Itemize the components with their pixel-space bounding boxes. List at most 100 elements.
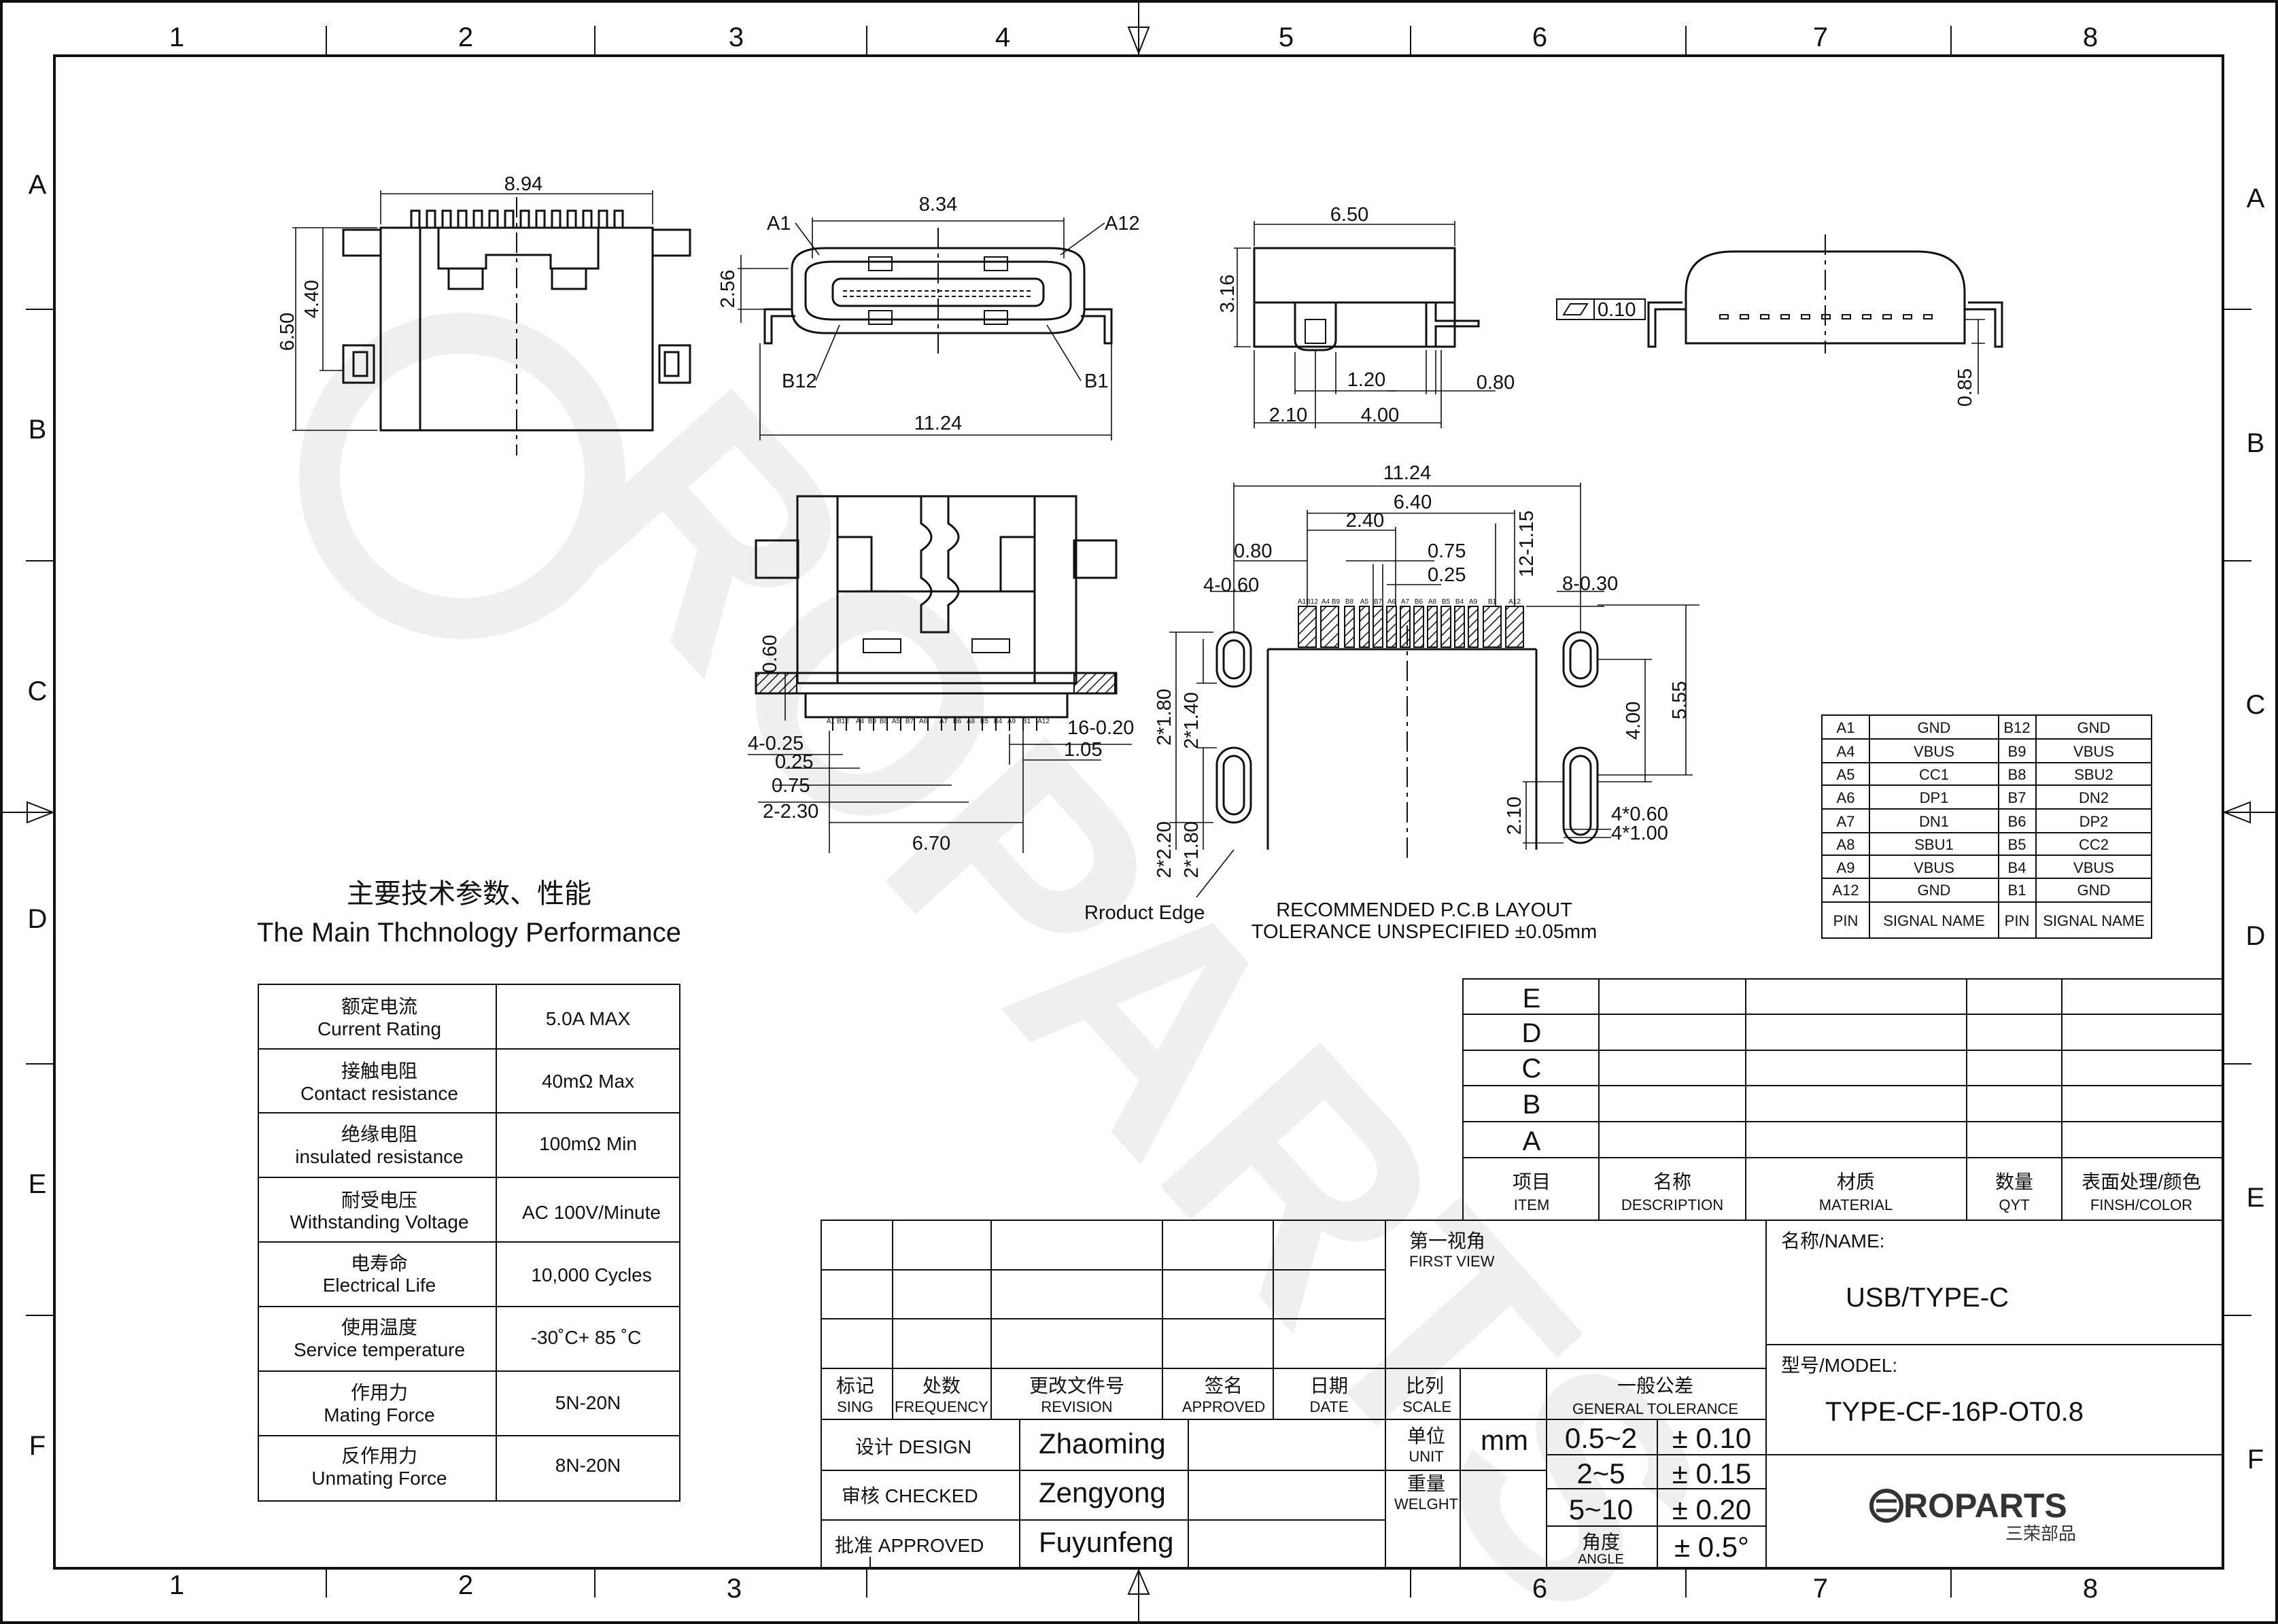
bv-dim-16-020: 16-0.20 bbox=[1067, 717, 1134, 739]
perf-1-cn: 接触电阻 bbox=[341, 1060, 417, 1082]
perf-0-cn: 额定电流 bbox=[341, 996, 417, 1017]
bv-pin-a8: A8 bbox=[967, 718, 976, 725]
bom-h-item-cn: 项目 bbox=[1513, 1171, 1551, 1192]
label-a12: A12 bbox=[1105, 213, 1140, 235]
checked-label: 审核 CHECKED bbox=[842, 1485, 978, 1506]
bv-dim-2-230: 2-2.30 bbox=[763, 801, 818, 823]
pcb-dim-1124: 11.24 bbox=[1383, 462, 1431, 484]
pcb-dim-4x060: 4*0.60 bbox=[1611, 804, 1668, 825]
logo-text: ROPARTS bbox=[1903, 1487, 2067, 1525]
perf-4-en: Electrical Life bbox=[323, 1275, 436, 1296]
pcb-dim-2x180b: 2*1.80 bbox=[1181, 821, 1203, 878]
bom-row-b: B bbox=[1523, 1090, 1541, 1120]
bom-table: E D C B A 项目 ITEM 名称 DESCRIPTION 材质 MATE… bbox=[1462, 978, 2224, 1221]
angle-cn: 角度 bbox=[1582, 1532, 1620, 1553]
zone-col-6-bottom: 6 bbox=[1532, 1574, 1547, 1604]
pcb-pad-b8: B8 bbox=[1345, 598, 1354, 606]
zone-col-7-bottom: 7 bbox=[1813, 1574, 1828, 1604]
perf-6-value: 5N-20N bbox=[555, 1392, 621, 1413]
zone-row-d: D bbox=[28, 904, 48, 934]
perf-3-en: Withstanding Voltage bbox=[290, 1211, 468, 1232]
zone-col-7: 7 bbox=[1813, 22, 1828, 52]
pin-row-0-sig-b: GND bbox=[2077, 719, 2111, 736]
bv-pin-a1: A1 bbox=[827, 718, 835, 725]
bv-pin-a12: A12 bbox=[1037, 718, 1050, 725]
pin-row-2-sig-b: SBU2 bbox=[2074, 766, 2113, 783]
perf-5-value: -30˚C+ 85 ˚C bbox=[531, 1327, 642, 1348]
pcb-pad-b12: B12 bbox=[1306, 598, 1318, 606]
pcb-pad-a9: A9 bbox=[1469, 598, 1478, 606]
view-cn: 第一视角 bbox=[1409, 1230, 1485, 1251]
pcb-dim-640: 6.40 bbox=[1394, 491, 1432, 513]
unit-cn: 单位 bbox=[1407, 1426, 1445, 1447]
pin-row-0-sig-a: GND bbox=[1918, 719, 1951, 736]
dim-side-080: 0.80 bbox=[1477, 372, 1515, 394]
pcb-pad-a6: A6 bbox=[1387, 598, 1396, 606]
checked-name: Zengyong bbox=[1039, 1476, 1166, 1508]
pin-row-6-pin-a: A9 bbox=[1837, 859, 1855, 876]
side-view: 6.50 3.16 1.20 0.80 2.10 4.00 bbox=[1217, 204, 1515, 428]
zone-col-3-bottom: 3 bbox=[727, 1574, 742, 1604]
bv-pin-a6: A6 bbox=[919, 718, 928, 725]
bom-h-finish-cn: 表面处理/颜色 bbox=[2082, 1171, 2201, 1192]
zone-row-b: B bbox=[29, 415, 47, 445]
pin-row-1-sig-b: VBUS bbox=[2073, 743, 2114, 760]
zone-row-f: F bbox=[29, 1431, 46, 1461]
performance-title-en: The Main Thchnology Performance bbox=[257, 918, 681, 948]
scale-en: SCALE bbox=[1402, 1398, 1451, 1415]
zone-row-a-right: A bbox=[2247, 184, 2265, 213]
tol-range-2: 5~10 bbox=[1569, 1493, 1634, 1525]
bom-h-desc-en: DESCRIPTION bbox=[1621, 1196, 1723, 1213]
design-label: 设计 DESIGN bbox=[855, 1436, 971, 1457]
dim-face-width: 8.34 bbox=[919, 194, 957, 215]
name-label: 名称/NAME: bbox=[1781, 1230, 1884, 1251]
rev-h-date-cn: 日期 bbox=[1310, 1375, 1348, 1396]
pin-row-4-pin-a: A7 bbox=[1837, 813, 1855, 830]
pcb-dim-025: 0.25 bbox=[1428, 564, 1466, 586]
bom-row-a: A bbox=[1523, 1126, 1541, 1156]
pcb-pad-a1: A1 bbox=[1298, 598, 1307, 606]
pin-header-pin-a: PIN bbox=[1833, 912, 1859, 929]
zone-labels: 1 2 3 4 5 6 7 8 1 2 3 6 7 8 A B C D E F … bbox=[28, 22, 2266, 1604]
perf-2-cn: 绝缘电阻 bbox=[341, 1124, 417, 1145]
weight-en: WELGHT bbox=[1394, 1496, 1458, 1513]
rev-h-freq-cn: 处数 bbox=[922, 1375, 961, 1396]
pcb-dim-12-115: 12-1.15 bbox=[1516, 511, 1538, 577]
pcb-dim-400: 4.00 bbox=[1623, 702, 1644, 740]
bv-pin-b8: B8 bbox=[880, 718, 888, 725]
perf-6-cn: 作用力 bbox=[351, 1382, 408, 1403]
pcb-dim-555: 5.55 bbox=[1669, 681, 1691, 719]
zone-row-b-right: B bbox=[2247, 428, 2265, 458]
pin-row-1-pin-b: B9 bbox=[2008, 743, 2026, 760]
bv-pin-b9: B9 bbox=[868, 718, 877, 725]
pcb-pad-b9: B9 bbox=[1332, 598, 1341, 606]
bv-dim-4-025: 4-0.25 bbox=[748, 733, 804, 755]
pin-row-6-pin-b: B4 bbox=[2008, 859, 2026, 876]
pcb-dim-2x180a: 2*1.80 bbox=[1154, 689, 1175, 746]
pin-row-5-sig-a: SBU1 bbox=[1914, 836, 1953, 853]
performance-title-cn: 主要技术参数、性能 bbox=[347, 879, 591, 909]
pcb-pad-a4: A4 bbox=[1322, 598, 1330, 606]
perf-0-value: 5.0A MAX bbox=[546, 1008, 631, 1029]
dim-top-inner: 4.40 bbox=[301, 280, 323, 318]
pin-row-5-pin-b: B5 bbox=[2008, 836, 2026, 853]
bv-dim-105: 1.05 bbox=[1064, 739, 1102, 761]
top-view: 8.94 6.50 4.40 bbox=[277, 173, 691, 455]
zone-row-e: E bbox=[29, 1169, 47, 1199]
bom-h-mat-cn: 材质 bbox=[1837, 1171, 1875, 1192]
weight-cn: 重量 bbox=[1407, 1473, 1445, 1494]
label-a1: A1 bbox=[767, 213, 791, 235]
name-value: USB/TYPE-C bbox=[1846, 1283, 2009, 1313]
pin-signal-table: A1 GND B12 GND A4 VBUS B9 VBUS A5 CC1 B8… bbox=[1821, 714, 2152, 939]
dim-side-width: 6.50 bbox=[1330, 204, 1368, 226]
tol-angle-value: ± 0.5° bbox=[1674, 1531, 1749, 1563]
scale-cn: 比列 bbox=[1406, 1375, 1444, 1396]
bv-pin-b1: B1 bbox=[1022, 718, 1031, 725]
bv-pin-b4: B4 bbox=[994, 718, 1003, 725]
perf-5-en: Service temperature bbox=[294, 1339, 465, 1360]
pcb-product-edge: Rroduct Edge bbox=[1084, 902, 1205, 924]
pin-header-pin-b: PIN bbox=[2005, 912, 2030, 929]
bom-row-e: E bbox=[1523, 984, 1541, 1014]
pcb-dim-075: 0.75 bbox=[1428, 540, 1466, 562]
